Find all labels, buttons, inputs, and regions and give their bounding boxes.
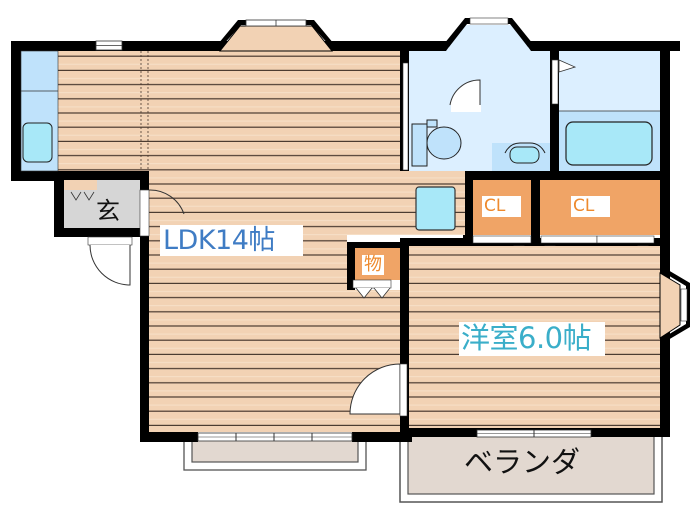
toilet-icon: [426, 126, 462, 160]
ldk-bay-window: [218, 19, 334, 52]
room-label-closet-1: CL: [482, 196, 522, 217]
entrance: [64, 180, 150, 286]
ldk-bottom-ledge: [183, 439, 367, 471]
ldk-window: [197, 432, 353, 442]
balcony: [399, 429, 663, 503]
western-window: [476, 429, 592, 438]
kitchen-counter: [20, 50, 59, 172]
bathtub-icon: [565, 121, 653, 166]
western-bay-window: [659, 270, 690, 340]
bathroom: [551, 51, 660, 171]
room-label-closet-2: CL: [571, 196, 611, 217]
washbasin-icon: [509, 146, 540, 164]
western-door[interactable]: [349, 363, 408, 417]
toilet-room: [409, 114, 483, 171]
room-label-western: 洋室6.0帖: [459, 322, 606, 356]
ldk-entry-door[interactable]: [148, 189, 185, 215]
fridge-space: [415, 186, 456, 231]
room-label-ldk: LDK14帖: [160, 225, 303, 256]
room-label-balcony: ベランダ: [464, 445, 581, 479]
sink-icon: [22, 122, 53, 163]
room-label-storage: 物: [362, 254, 384, 275]
room-label-entrance: 玄: [96, 197, 120, 225]
